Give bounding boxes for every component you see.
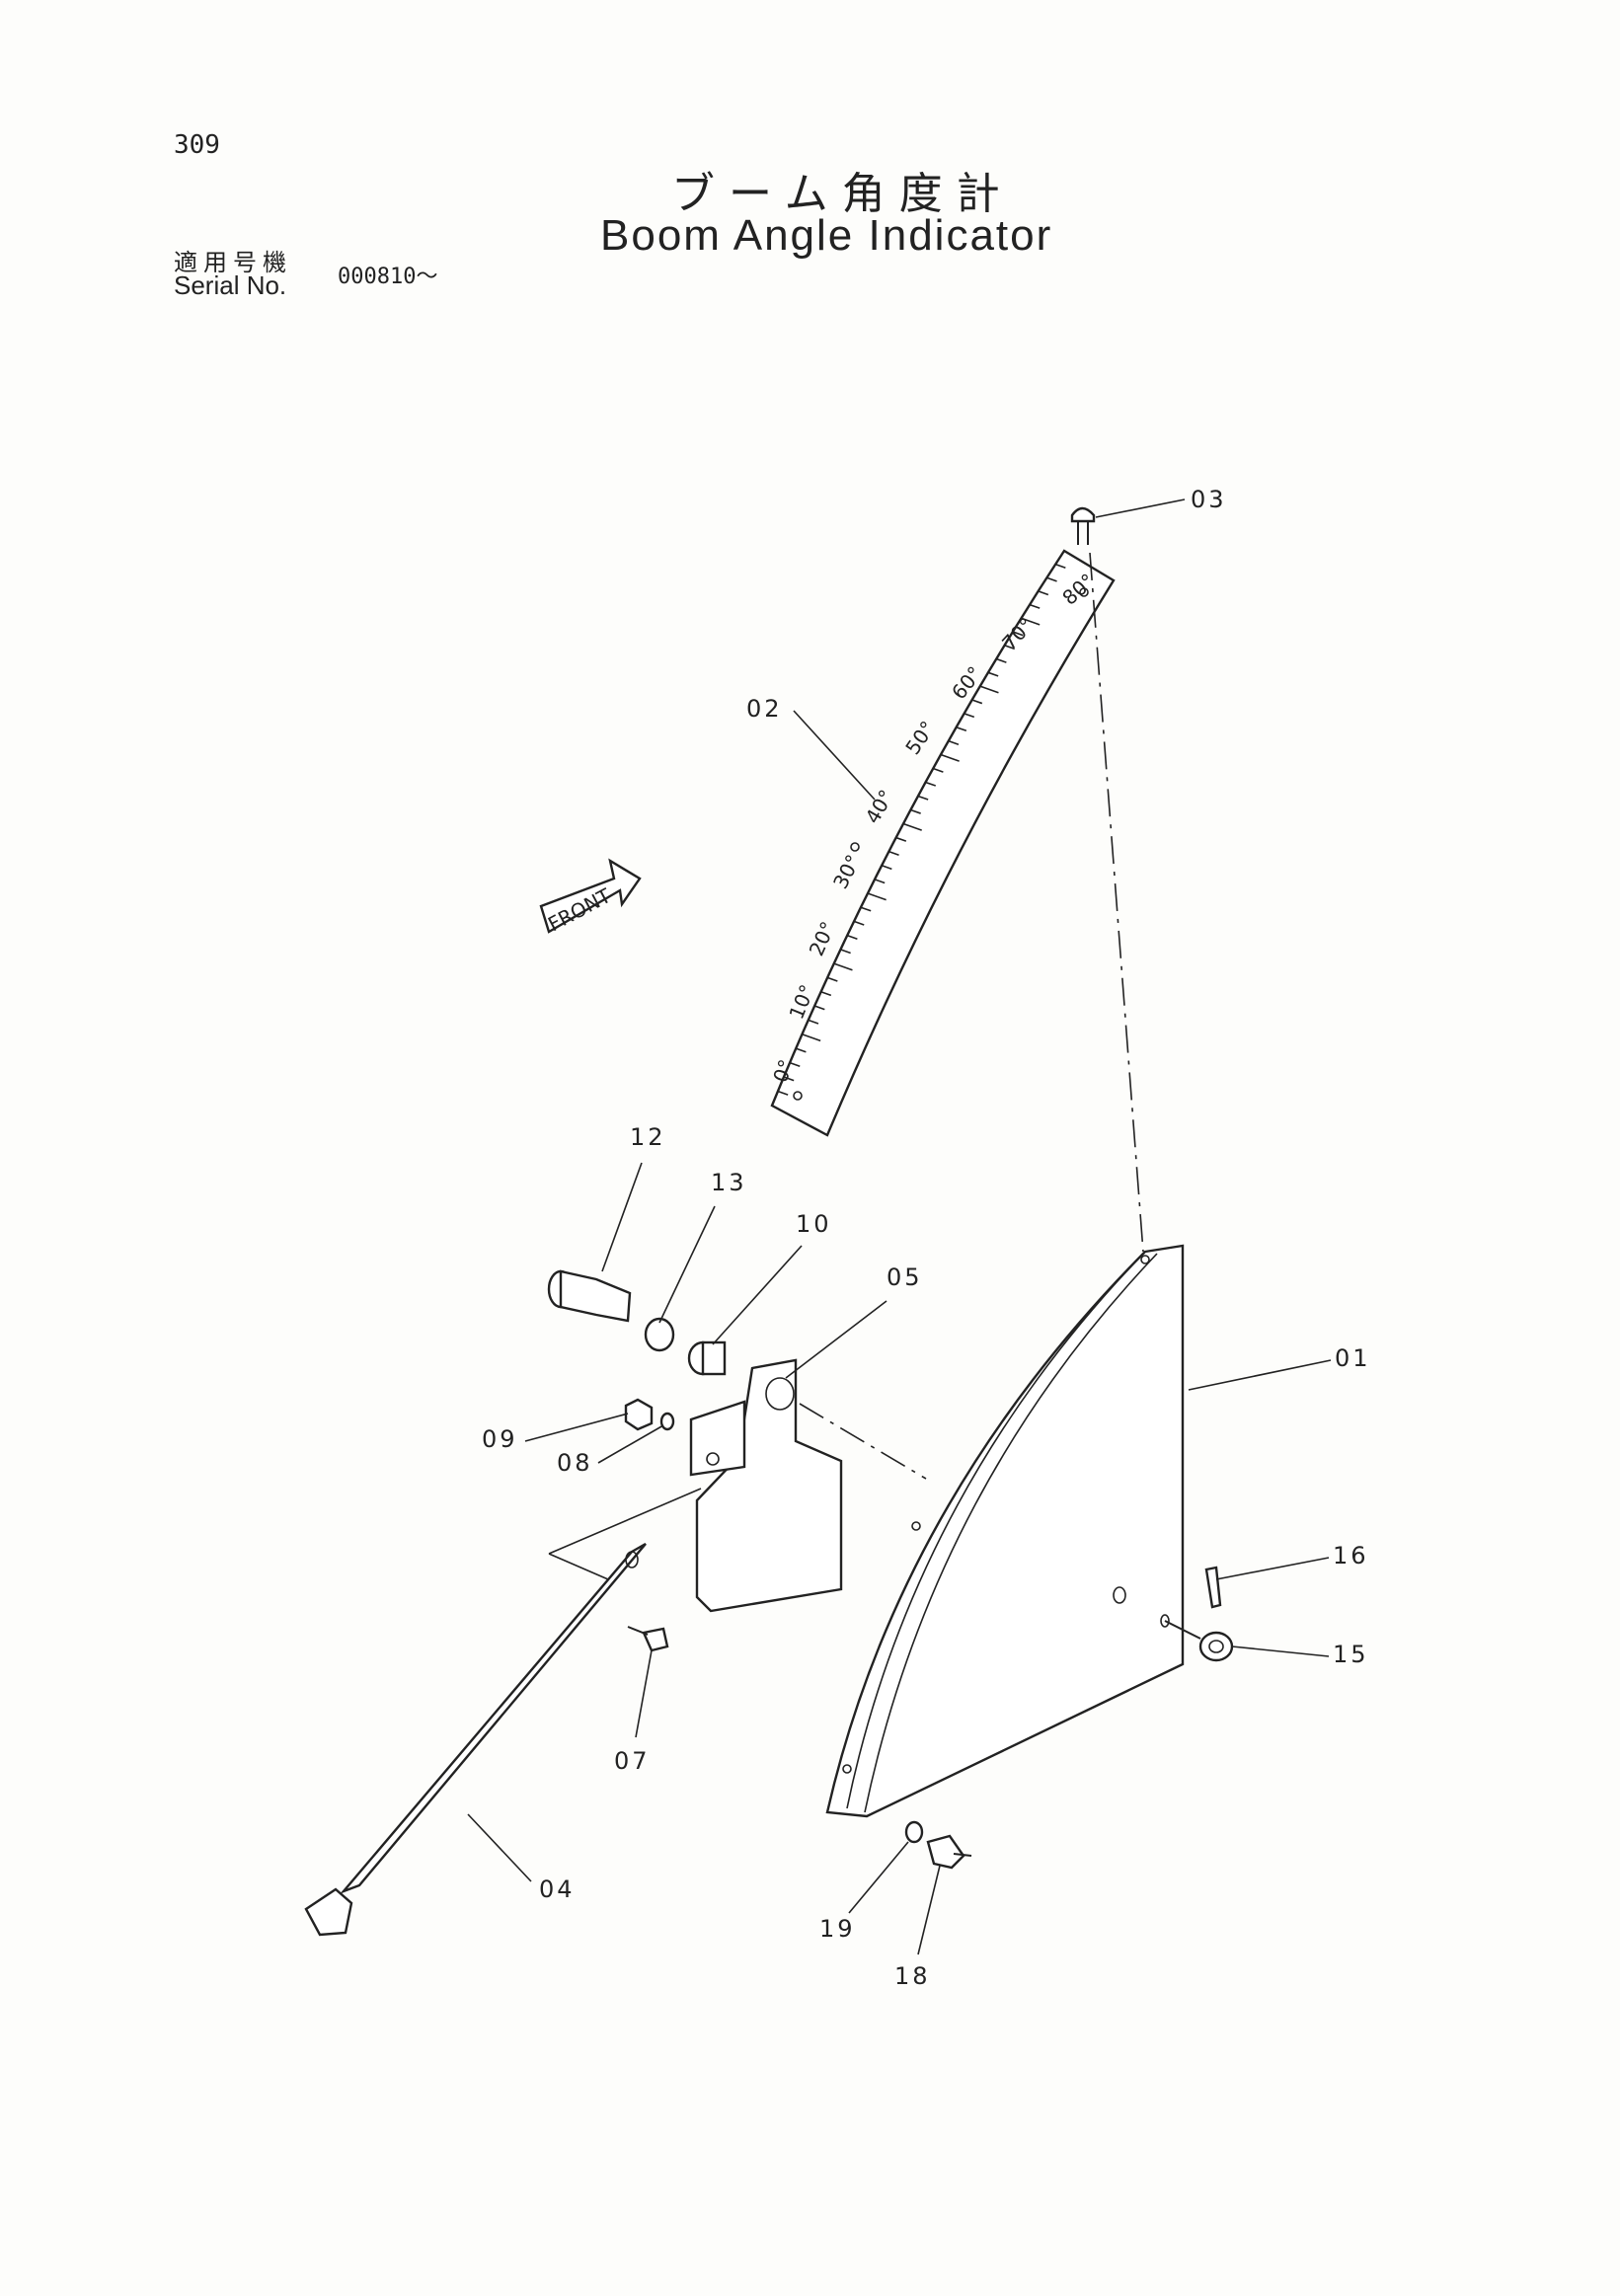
- callout-10: 10: [796, 1210, 832, 1238]
- washer-13: [644, 1317, 675, 1352]
- callout-02: 02: [746, 695, 783, 723]
- washer-08: [659, 1412, 675, 1431]
- page-number: 309: [174, 130, 220, 160]
- castle-nut-15: [1198, 1631, 1234, 1662]
- scale-tick: [979, 685, 999, 694]
- callout-18: 18: [894, 1962, 931, 1990]
- angle-scale-plate: [770, 549, 1116, 1137]
- scale-tick: [846, 934, 858, 940]
- scale-ticks: [777, 563, 1066, 1096]
- scale-tick: [995, 657, 1007, 663]
- callout-04: 04: [539, 1875, 576, 1903]
- scale-tick: [881, 864, 892, 871]
- scale-tick: [867, 892, 887, 901]
- scale-tick: [948, 739, 960, 745]
- scale-tick: [783, 1076, 795, 1082]
- scale-mark-label: 30°: [828, 851, 865, 892]
- scale-tick: [964, 713, 975, 719]
- scale-tick: [840, 949, 851, 955]
- scale-tick: [987, 671, 999, 677]
- bolt-18: [926, 1834, 972, 1870]
- callout-15: 15: [1333, 1641, 1369, 1668]
- scale-tick: [1029, 603, 1041, 609]
- screw-03: [1070, 506, 1096, 545]
- scale-tick: [956, 726, 967, 732]
- callout-16: 16: [1333, 1542, 1369, 1569]
- scale-tick: [874, 879, 886, 884]
- scale-tick: [940, 753, 960, 762]
- scale-tick: [1038, 590, 1049, 596]
- callout-07: 07: [614, 1747, 651, 1775]
- callout-03: 03: [1191, 486, 1227, 513]
- callout-01: 01: [1335, 1344, 1371, 1372]
- scale-tick: [910, 808, 921, 814]
- quadrant-plate: [825, 1244, 1185, 1818]
- page-title-japanese: ブーム角度計: [671, 169, 1014, 219]
- washer-19: [904, 1820, 924, 1844]
- scale-tick: [777, 1090, 789, 1096]
- page-title: Boom Angle Indicator: [600, 211, 1053, 260]
- front-arrow: FRONT: [539, 858, 642, 936]
- nut-09: [624, 1398, 654, 1431]
- callout-12: 12: [630, 1123, 666, 1151]
- scale-tick: [925, 781, 937, 787]
- scale-tick: [895, 836, 907, 842]
- callout-09: 09: [482, 1425, 518, 1453]
- scale-tick: [917, 795, 929, 801]
- scale-tick: [902, 822, 922, 831]
- bracket-05: [689, 1358, 843, 1613]
- screw-07: [627, 1626, 669, 1652]
- collar-10: [687, 1340, 727, 1376]
- scale-mark-label: 40°: [861, 786, 899, 828]
- scale-tick: [1012, 631, 1024, 637]
- callout-05: 05: [887, 1263, 923, 1291]
- scale-tick: [820, 990, 832, 997]
- serial-label-japanese: 適用号機: [174, 249, 292, 276]
- scale-tick: [813, 1005, 825, 1011]
- scale-tick: [789, 1061, 801, 1067]
- scale-tick: [1004, 644, 1016, 651]
- scale-tick: [932, 767, 944, 773]
- scale-tick: [1021, 617, 1041, 626]
- scale-tick: [808, 1019, 819, 1025]
- callout-13: 13: [711, 1169, 747, 1196]
- scale-mark-label: 50°: [900, 717, 940, 759]
- scale-tick: [1046, 576, 1057, 582]
- scale-tick: [1054, 563, 1066, 569]
- pointer-arm-04: [304, 1542, 647, 1937]
- scale-tick: [826, 976, 838, 982]
- scale-tick: [795, 1047, 807, 1053]
- callout-08: 08: [557, 1449, 593, 1477]
- scale-tick: [802, 1033, 821, 1042]
- scale-mark-label: 20°: [805, 918, 840, 959]
- scale-tick: [853, 920, 865, 926]
- scale-tick: [971, 699, 983, 705]
- scale-tick: [860, 906, 872, 912]
- scale-tick: [888, 850, 899, 856]
- pin-12: [547, 1269, 632, 1323]
- cotter-pin-16: [1204, 1566, 1222, 1609]
- serial-number: 000810～: [338, 265, 438, 289]
- callout-19: 19: [819, 1915, 856, 1943]
- scale-tick: [833, 962, 853, 971]
- serial-label: Serial No.: [174, 270, 287, 300]
